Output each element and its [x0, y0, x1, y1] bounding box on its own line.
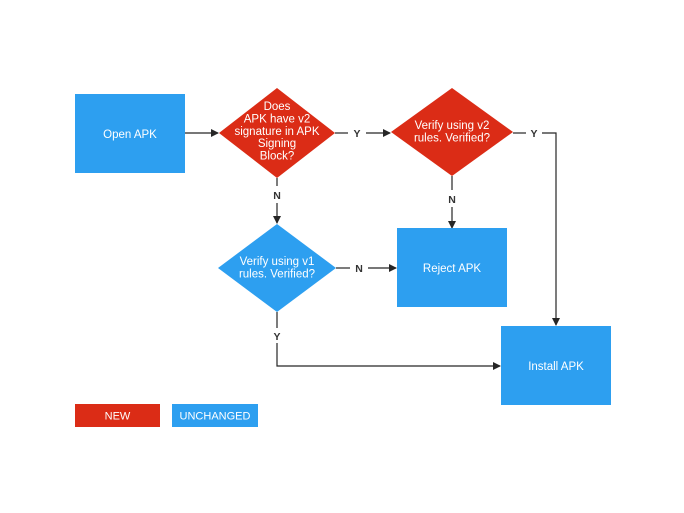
node-install-apk: [501, 326, 611, 405]
label-verifyv2-yes: Y: [530, 128, 537, 140]
legend-unchanged-label: UNCHANGED: [180, 411, 251, 423]
node-open-apk: [75, 94, 185, 173]
node-verify-v1: [218, 224, 336, 312]
node-verify-v2: [391, 88, 513, 176]
node-label-line: Open APK: [103, 129, 157, 141]
node-label-line: rules. Verified?: [414, 132, 490, 144]
legend-new-label: NEW: [105, 411, 131, 423]
legend: NEW UNCHANGED: [75, 404, 258, 427]
label-verifyv1-yes: Y: [273, 331, 280, 343]
node-label-line: Verify using v2: [415, 120, 490, 132]
node-label-line: Verify using v1: [240, 256, 315, 268]
node-label-line: Reject APK: [423, 263, 481, 275]
edge-verifyv1-yes-seg2: [276, 343, 501, 370]
node-open-apk-label: Open APK: [103, 129, 157, 141]
node-reject-apk-label: Reject APK: [423, 263, 481, 275]
edge-verifyv2-yes-seg2: [542, 132, 560, 326]
legend-new-swatch: [75, 404, 160, 427]
node-label-line: Block?: [260, 151, 295, 163]
node-reject-apk: [397, 228, 507, 307]
node-v2-check: [219, 88, 335, 178]
node-label-line: rules. Verified?: [239, 268, 315, 280]
node-label-line: Does: [264, 101, 291, 113]
label-v2check-no: N: [273, 190, 281, 202]
label-v2check-yes: Y: [353, 128, 360, 140]
node-install-apk-label: Install APK: [528, 361, 584, 373]
node-label-line: Signing: [258, 138, 296, 150]
label-verifyv2-no: N: [448, 194, 456, 206]
node-label-line: APK have v2: [244, 113, 310, 125]
legend-unchanged-swatch: [172, 404, 258, 427]
connectors: [185, 129, 560, 370]
node-label-line: Install APK: [528, 361, 584, 373]
node-label-line: signature in APK: [234, 126, 319, 138]
label-verifyv1-no: N: [355, 263, 363, 275]
